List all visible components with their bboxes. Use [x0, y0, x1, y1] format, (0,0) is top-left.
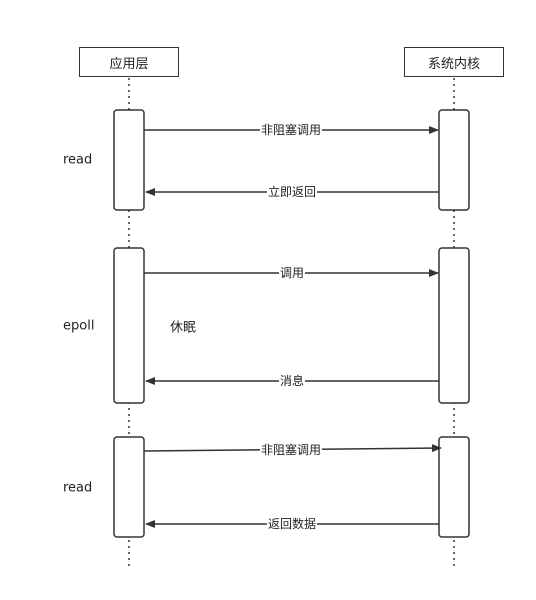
note-sleep: 休眠	[170, 320, 197, 336]
message-label-message: 消息	[278, 374, 306, 388]
actor-system-kernel: 系统内核	[404, 47, 504, 77]
actor-kernel-label: 系统内核	[427, 56, 480, 72]
activation-app-phase-3	[113, 436, 145, 538]
phase-label-read-2: read	[63, 480, 93, 496]
message-label-return-data: 返回数据	[266, 517, 318, 531]
activation-app-phase-1	[113, 109, 145, 211]
message-label-call: 调用	[278, 266, 306, 280]
actor-app-layer: 应用层	[79, 47, 179, 77]
activation-kernel-phase-3	[438, 436, 470, 538]
actor-app-label: 应用层	[109, 56, 149, 72]
activation-app-phase-2	[113, 247, 145, 404]
message-label-nonblocking-call-2: 非阻塞调用	[259, 443, 323, 457]
activation-kernel-phase-1	[438, 109, 470, 211]
message-label-immediate-return: 立即返回	[266, 185, 318, 199]
phase-label-epoll: epoll	[63, 318, 95, 334]
activation-kernel-phase-2	[438, 247, 470, 404]
message-label-nonblocking-call-1: 非阻塞调用	[259, 123, 323, 137]
phase-label-read-1: read	[63, 152, 93, 168]
